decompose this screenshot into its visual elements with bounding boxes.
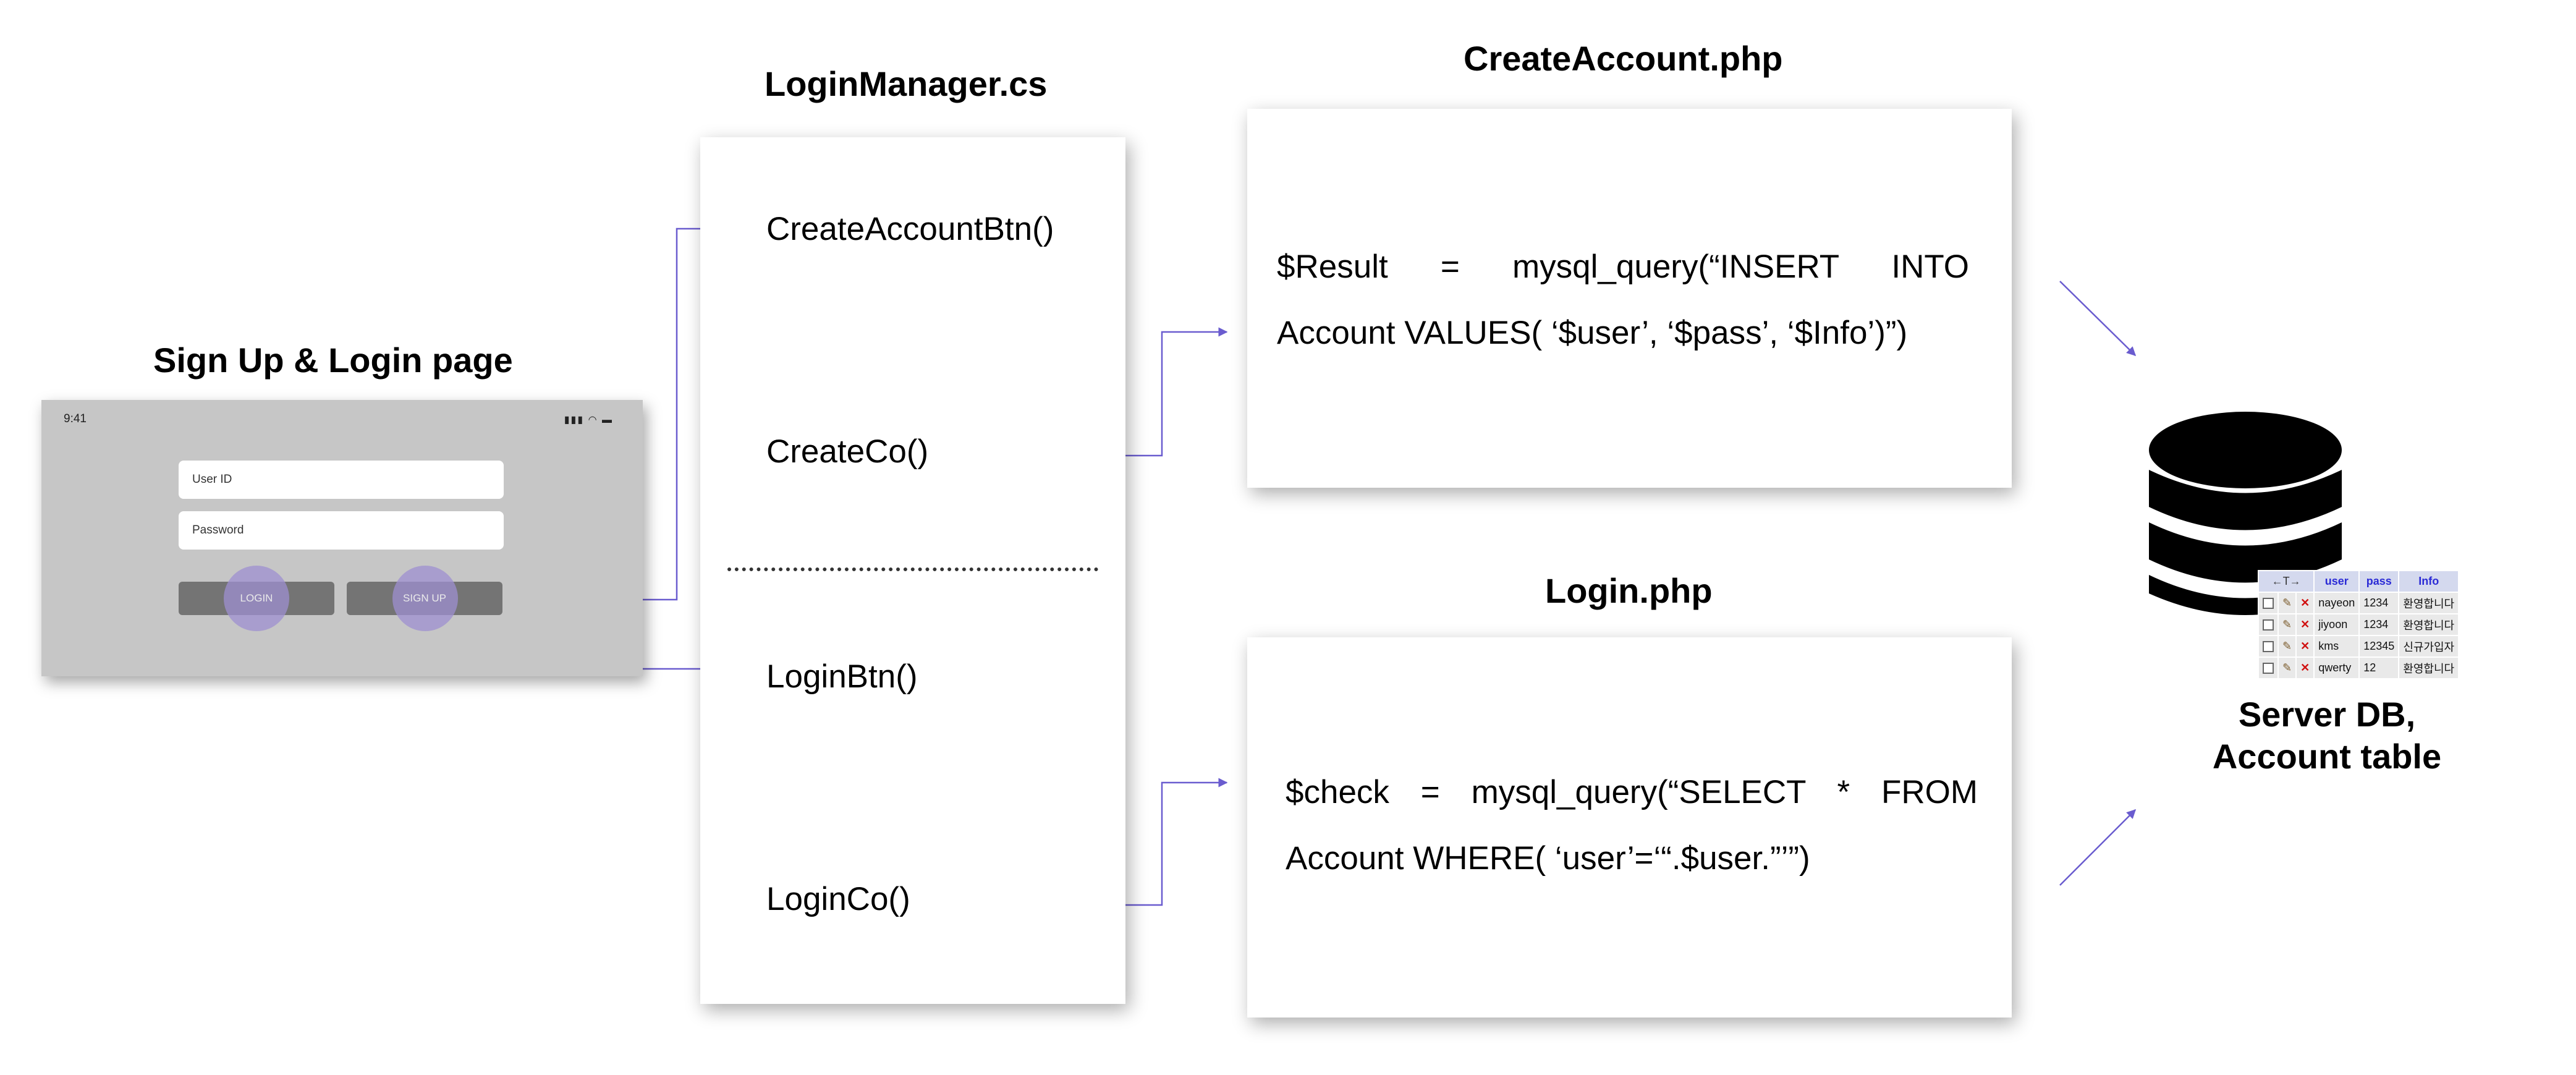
cell-user: nayeon <box>2313 592 2360 614</box>
cell-user: jiyoon <box>2313 613 2360 636</box>
delete-icon[interactable]: ✕ <box>2295 635 2315 658</box>
signal-icon: ▮▮▮ <box>564 415 585 425</box>
signup-login-title: Sign Up & Login page <box>153 341 513 380</box>
cell-info: 환영합니다 <box>2398 592 2460 614</box>
row-checkbox[interactable] <box>2258 656 2279 679</box>
user-id-field[interactable]: User ID <box>179 461 504 499</box>
cell-user: kms <box>2313 635 2360 658</box>
wifi-icon: ◠ <box>588 415 598 425</box>
signup-button-label-overlay: SIGN UP <box>403 592 446 604</box>
cell-info: 신규가입자 <box>2398 635 2460 658</box>
login-btn-fn: LoginBtn() <box>766 658 918 695</box>
table-row: ✎ ✕ kms 12345 신규가입자 <box>2258 635 2460 658</box>
row-checkbox[interactable] <box>2258 613 2279 636</box>
cell-pass: 1234 <box>2358 592 2400 614</box>
table-nav[interactable]: ←T→ <box>2257 570 2315 593</box>
column-pass: pass <box>2358 570 2400 593</box>
delete-icon[interactable]: ✕ <box>2295 592 2315 614</box>
login-button-label-overlay: LOGIN <box>240 592 273 604</box>
account-table: ←T→ user pass Info ✎ ✕ nayeon 1234 환영합니다… <box>2257 570 2460 679</box>
cell-pass: 12 <box>2358 656 2400 679</box>
server-db-label-line-2: Account table <box>2212 737 2442 776</box>
server-db-label-line-1: Server DB, <box>2238 695 2416 734</box>
edit-icon[interactable]: ✎ <box>2277 656 2297 679</box>
password-field[interactable]: Password <box>179 511 504 550</box>
login-tap-indicator <box>224 566 289 631</box>
create-account-btn-fn: CreateAccountBtn() <box>766 211 1054 247</box>
status-bar-icons: ▮▮▮ ◠ ▬ <box>564 414 613 426</box>
section-divider <box>727 567 1098 571</box>
login-code-line-2: Account WHERE( ‘user’=‘“.$user.”’”) <box>1286 840 1810 877</box>
status-time: 9:41 <box>64 412 87 425</box>
signup-tap-indicator <box>392 566 458 631</box>
create-account-php-code: $Result = mysql_query(“INSERT INTO Accou… <box>1277 234 1969 366</box>
create-account-php-title: CreateAccount.php <box>1464 39 1783 78</box>
login-php-code: $check = mysql_query(“SELECT * FROM Acco… <box>1286 759 1978 891</box>
arrow-login-php-to-db <box>2059 809 2137 886</box>
server-db-label: Server DB, Account table <box>2151 694 2503 778</box>
cell-pass: 1234 <box>2358 613 2400 636</box>
cell-user: qwerty <box>2313 656 2360 679</box>
login-code-line-1: $check = mysql_query(“SELECT * FROM <box>1286 774 1978 810</box>
row-checkbox[interactable] <box>2258 635 2279 658</box>
column-user: user <box>2313 570 2360 593</box>
table-row: ✎ ✕ nayeon 1234 환영합니다 <box>2258 592 2460 614</box>
arrow-createaccount-php-to-db <box>2059 281 2137 357</box>
table-row: ✎ ✕ jiyoon 1234 환영합니다 <box>2258 613 2460 636</box>
cell-info: 환영합니다 <box>2398 613 2460 636</box>
table-row: ✎ ✕ qwerty 12 환영합니다 <box>2258 656 2460 679</box>
cell-info: 환영합니다 <box>2398 656 2460 679</box>
login-php-panel <box>1247 637 2012 1018</box>
edit-icon[interactable]: ✎ <box>2277 635 2297 658</box>
account-table-header: ←T→ user pass Info <box>2257 570 2460 593</box>
delete-icon[interactable]: ✕ <box>2295 613 2315 636</box>
row-checkbox[interactable] <box>2258 592 2279 614</box>
battery-icon: ▬ <box>602 415 613 425</box>
phone-screenshot: 9:41 ▮▮▮ ◠ ▬ User ID Password LOGIN SIGN… <box>41 400 643 676</box>
login-php-title: Login.php <box>1545 571 1713 610</box>
create-account-code-line-1: $Result = mysql_query(“INSERT INTO <box>1277 249 1969 285</box>
login-co-fn: LoginCo() <box>766 881 910 917</box>
create-account-code-line-2: Account VALUES( ‘$user’, ‘$pass’, ‘$Info… <box>1277 315 1908 351</box>
cell-pass: 12345 <box>2358 635 2400 658</box>
delete-icon[interactable]: ✕ <box>2295 656 2315 679</box>
create-co-fn: CreateCo() <box>766 433 929 470</box>
edit-icon[interactable]: ✎ <box>2277 592 2297 614</box>
create-account-php-panel <box>1247 109 2012 488</box>
column-info: Info <box>2398 570 2460 593</box>
edit-icon[interactable]: ✎ <box>2277 613 2297 636</box>
login-manager-title: LoginManager.cs <box>765 64 1048 103</box>
